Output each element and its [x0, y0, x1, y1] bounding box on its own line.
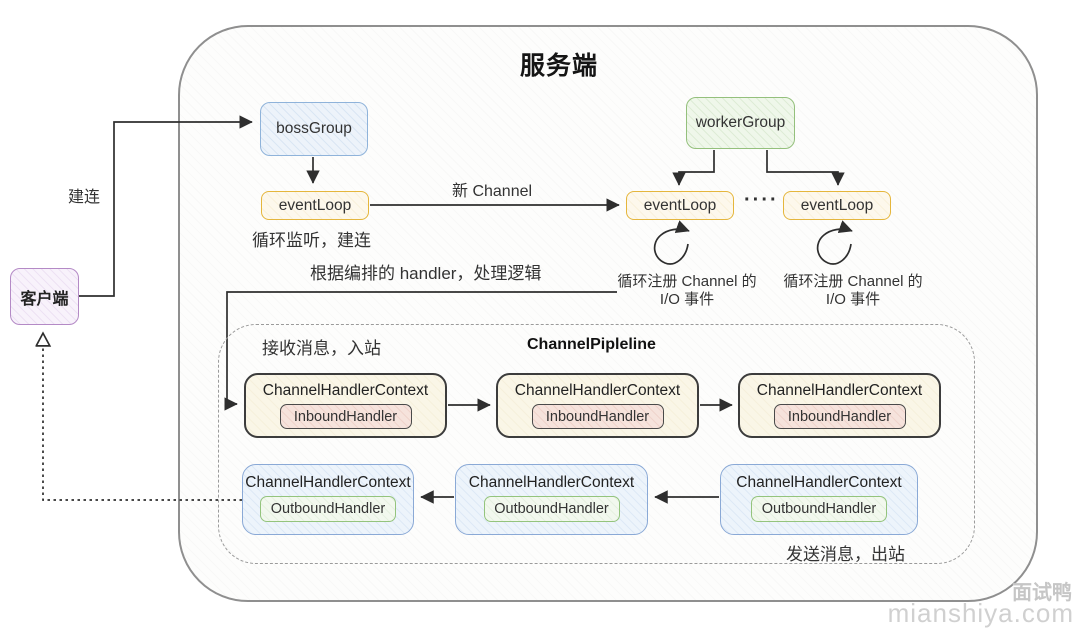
outbound-handler-3-label: OutboundHandler — [761, 501, 877, 517]
server-title: 服务端 — [520, 52, 599, 80]
inbound-handler-2-label: InboundHandler — [545, 408, 650, 425]
handler-logic-label: 根据编排的 handler，处理逻辑 — [310, 264, 542, 283]
inbound-context-1: ChannelHandlerContext InboundHandler — [244, 373, 447, 438]
outbound-context-3: ChannelHandlerContext OutboundHandler — [720, 464, 918, 535]
worker-group-label: workerGroup — [695, 114, 786, 131]
outbound-handler-1-label: OutboundHandler — [270, 501, 386, 517]
boss-eventloop-label: eventLoop — [278, 196, 352, 214]
outbound-context-3-title: ChannelHandlerContext — [736, 474, 902, 491]
inbound-context-1-title: ChannelHandlerContext — [262, 382, 429, 399]
inbound-context-3-title: ChannelHandlerContext — [756, 382, 923, 399]
outbound-handler-2-label: OutboundHandler — [494, 501, 609, 517]
watermark-brand: 面试鸭 — [1012, 582, 1072, 604]
inbound-context-3: ChannelHandlerContext InboundHandler — [738, 373, 941, 438]
inbound-context-2: ChannelHandlerContext InboundHandler — [496, 373, 699, 438]
outbound-note-label: 发送消息，出站 — [786, 545, 905, 564]
outbound-context-2: ChannelHandlerContext OutboundHandler — [455, 464, 648, 535]
worker-eventloop-1-label: eventLoop — [643, 196, 717, 214]
register-io-note-1-line1: 循环注册 Channel 的 — [617, 273, 757, 290]
client-node: 客户端 — [10, 268, 79, 325]
register-io-note-2-line1: 循环注册 Channel 的 — [783, 273, 923, 290]
boss-group-label: bossGroup — [276, 120, 352, 137]
outbound-handler-2: OutboundHandler — [483, 496, 620, 522]
register-io-note-1-line2: I/O 事件 — [659, 291, 715, 308]
outbound-handler-1: OutboundHandler — [260, 496, 396, 522]
loop-listen-label: 循环监听，建连 — [252, 231, 371, 250]
boss-group-node: bossGroup — [260, 102, 368, 156]
inbound-handler-3: InboundHandler — [773, 404, 906, 429]
register-io-note-2: 循环注册 Channel 的 I/O 事件 — [768, 273, 938, 309]
outbound-context-1-title: ChannelHandlerContext — [245, 474, 411, 491]
inbound-handler-3-label: InboundHandler — [787, 408, 892, 425]
new-channel-label: 新 Channel — [452, 183, 533, 200]
inbound-note-label: 接收消息，入站 — [262, 339, 381, 358]
outbound-context-1: ChannelHandlerContext OutboundHandler — [242, 464, 414, 535]
inbound-context-2-title: ChannelHandlerContext — [514, 382, 681, 399]
worker-eventloop-2-node: eventLoop — [783, 191, 891, 220]
worker-eventloop-1-node: eventLoop — [626, 191, 734, 220]
inbound-handler-2: InboundHandler — [531, 404, 664, 429]
register-io-note-1: 循环注册 Channel 的 I/O 事件 — [602, 273, 772, 309]
eventloop-ellipsis: ···· — [744, 189, 779, 211]
register-io-note-2-line2: I/O 事件 — [825, 291, 881, 308]
inbound-handler-1: InboundHandler — [279, 404, 412, 429]
outbound-context-2-title: ChannelHandlerContext — [468, 474, 635, 491]
worker-eventloop-2-label: eventLoop — [800, 196, 874, 214]
outbound-handler-3: OutboundHandler — [751, 496, 887, 522]
channel-pipeline-title: ChannelPipleline — [527, 336, 656, 353]
boss-eventloop-node: eventLoop — [261, 191, 369, 220]
establish-connection-label: 建连 — [68, 189, 101, 206]
watermark-site: mianshiya.com — [887, 598, 1074, 628]
worker-group-node: workerGroup — [686, 97, 795, 149]
inbound-handler-1-label: InboundHandler — [293, 408, 398, 425]
client-label: 客户端 — [20, 290, 69, 308]
